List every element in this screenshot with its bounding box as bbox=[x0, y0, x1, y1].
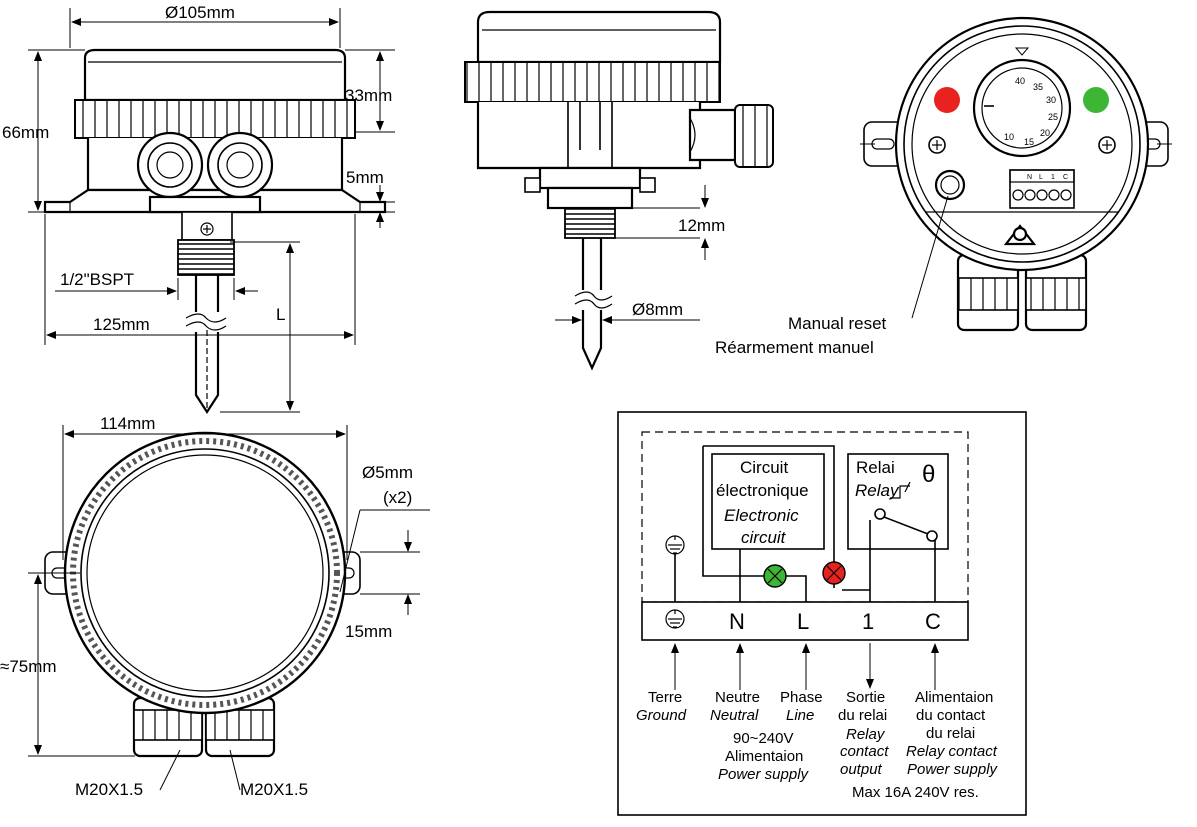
dial-number: 30 bbox=[1046, 95, 1056, 105]
terminal-marks: N L 1 C bbox=[1027, 174, 1068, 181]
side-view: Ø105mm 66mm 33mm 5mm 1/2"BSPT 125mm L bbox=[2, 3, 395, 415]
ground-en: Ground bbox=[636, 707, 687, 724]
gland-left-label: M20X1.5 bbox=[75, 780, 143, 799]
terminal-1: 1 bbox=[862, 609, 874, 634]
dim-hole-count: (x2) bbox=[383, 488, 412, 507]
terminal-mark: 1 bbox=[1051, 174, 1055, 181]
top-view: 114mm Ø5mm (x2) 15mm ≈75mm M20X1.5 M20X1… bbox=[0, 414, 430, 799]
dial-number: 35 bbox=[1033, 82, 1043, 92]
terminal-c: C bbox=[925, 609, 941, 634]
relay-output-fr1: Sortie bbox=[846, 689, 885, 706]
dial-number: 40 bbox=[1015, 76, 1025, 86]
dim-diameter-top: Ø105mm bbox=[165, 3, 235, 22]
dim-thread: 1/2"BSPT bbox=[60, 270, 134, 289]
theta-symbol: θ bbox=[922, 461, 935, 488]
terminal-mark: L bbox=[1039, 174, 1043, 181]
red-indicator-icon bbox=[822, 561, 846, 585]
dial-numbers: 40 35 30 25 20 15 10 bbox=[1004, 76, 1058, 147]
gland-right-label: M20X1.5 bbox=[240, 780, 308, 799]
relay-output-en1: Relay bbox=[846, 726, 886, 743]
wiring-labels: Circuit électronique Electronic circuit … bbox=[636, 458, 999, 801]
circuit-line3: Electronic bbox=[724, 506, 799, 525]
neutral-fr: Neutre bbox=[715, 689, 760, 706]
dim-probe-diameter: Ø8mm bbox=[632, 300, 683, 319]
circuit-line2: électronique bbox=[716, 481, 809, 500]
terminal-mark: C bbox=[1063, 174, 1068, 181]
relay-line1: Relai bbox=[856, 458, 895, 477]
terminal-l: L bbox=[797, 609, 809, 634]
dim-flange-thickness: 5mm bbox=[346, 168, 384, 187]
electronic-circuit-box bbox=[711, 453, 825, 550]
power-supply-en: Power supply bbox=[718, 766, 810, 783]
phase-fr: Phase bbox=[780, 689, 823, 706]
relay-supply-en1: Relay contact bbox=[906, 743, 998, 760]
dim-thread-length: 12mm bbox=[678, 216, 725, 235]
relay-supply-fr3: du relai bbox=[926, 725, 975, 742]
front-view bbox=[860, 16, 1172, 332]
dim-width-flanges: 125mm bbox=[93, 315, 150, 334]
relay-output-fr2: du relai bbox=[838, 707, 887, 724]
wiring-diagram bbox=[617, 411, 1027, 816]
dim-hole-diameter: Ø5mm bbox=[362, 463, 413, 482]
voltage: 90~240V bbox=[733, 730, 793, 747]
relay-supply-fr1: Alimentaion bbox=[915, 689, 993, 706]
neutral-en: Neutral bbox=[710, 707, 759, 724]
manual-reset-button[interactable] bbox=[934, 169, 966, 201]
terminal-mark: N bbox=[1027, 174, 1032, 181]
dim-height-total: 66mm bbox=[2, 123, 49, 142]
dial-number: 10 bbox=[1004, 132, 1014, 142]
circuit-line1: Circuit bbox=[740, 458, 788, 477]
phase-en: Line bbox=[786, 707, 814, 724]
power-supply-fr: Alimentaion bbox=[725, 748, 803, 765]
relay-output-en3: output bbox=[840, 761, 883, 778]
terminal-n: N bbox=[729, 609, 745, 634]
ground-fr: Terre bbox=[648, 689, 682, 706]
relay-supply-en2: Power supply bbox=[907, 761, 999, 778]
circuit-line4: circuit bbox=[741, 528, 787, 547]
section-view: 12mm Ø8mm bbox=[464, 10, 774, 371]
dim-body-width: 114mm bbox=[100, 414, 155, 433]
relay-supply-fr2: du contact bbox=[916, 707, 986, 724]
red-led-icon bbox=[934, 87, 960, 113]
rating: Max 16A 240V res. bbox=[852, 784, 979, 801]
green-indicator-icon bbox=[763, 564, 787, 588]
relay-line2: Relay bbox=[855, 481, 900, 500]
dial-number: 15 bbox=[1024, 137, 1034, 147]
dial-number: 20 bbox=[1040, 128, 1050, 138]
dial-number: 25 bbox=[1048, 112, 1058, 122]
relay-output-en2: contact bbox=[840, 743, 889, 760]
dim-flange-width: 15mm bbox=[345, 622, 392, 641]
dim-probe-length: L bbox=[276, 305, 285, 324]
reset-label-en: Manual reset bbox=[788, 314, 887, 333]
reset-label-fr: Réarmement manuel bbox=[715, 338, 874, 357]
green-led-icon bbox=[1083, 87, 1109, 113]
dim-approx-height: ≈75mm bbox=[0, 657, 57, 676]
dim-cover-height: 33mm bbox=[345, 86, 392, 105]
